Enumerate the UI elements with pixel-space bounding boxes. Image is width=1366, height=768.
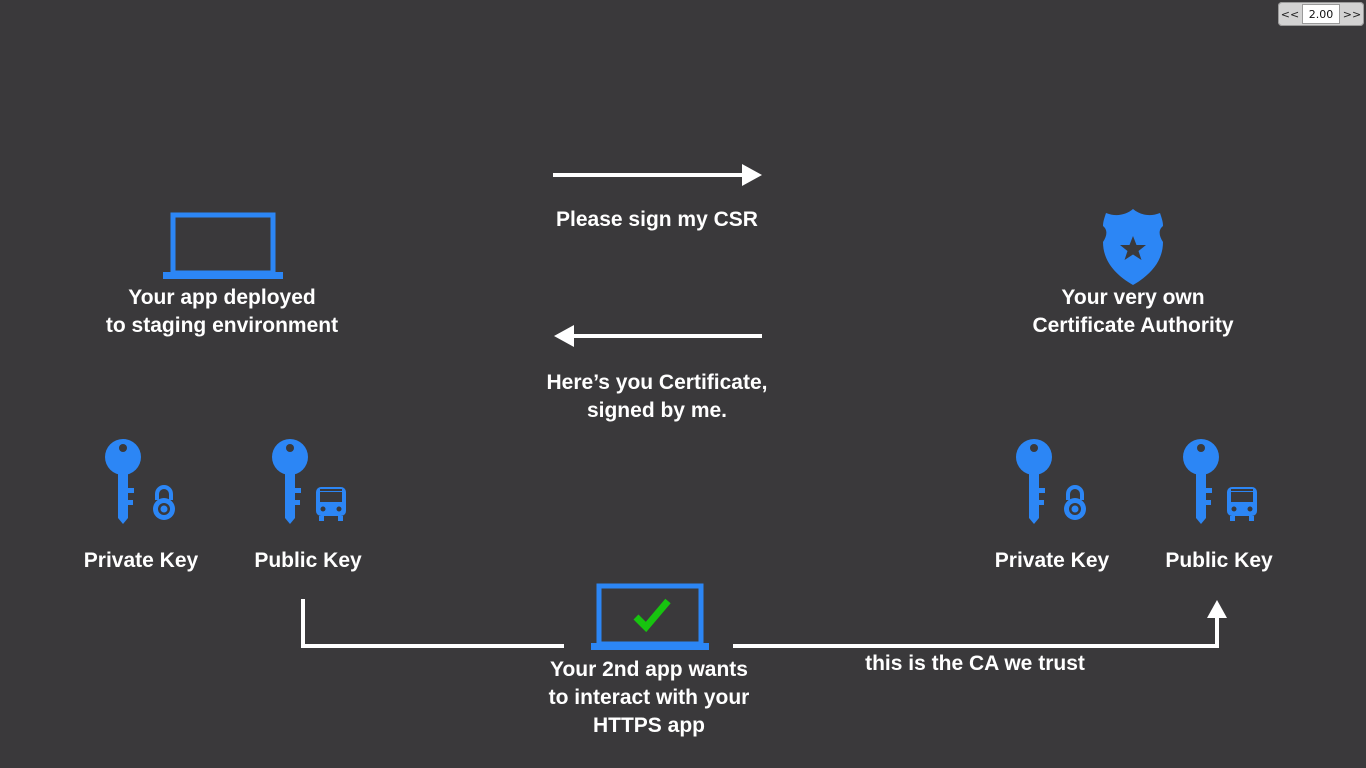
trust-label: this is the CA we trust <box>865 652 1085 675</box>
key-icon <box>1016 439 1052 524</box>
app-label-line1: Your app deployed <box>128 286 316 309</box>
app-label: Your app deployed to staging environment <box>72 284 372 340</box>
ca-label-line1: Your very own <box>1061 286 1205 309</box>
laptop-check-icon <box>591 583 709 650</box>
playback-speed-control: << 2.00 >> <box>1278 2 1364 26</box>
second-app-label-line1: Your 2nd app wants <box>550 658 748 681</box>
request-arrow <box>553 164 762 186</box>
second-app-label-line2: to interact with your <box>548 686 750 709</box>
response-label: Here’s you Certificate, signed by me. <box>507 369 807 425</box>
app-public-key-connector <box>301 599 564 648</box>
speed-decrease-button[interactable]: << <box>1280 7 1300 21</box>
police-badge-icon <box>1103 209 1163 285</box>
lock-icon <box>153 485 175 520</box>
key-icon <box>272 439 308 524</box>
response-arrow <box>554 325 762 347</box>
speed-increase-button[interactable]: >> <box>1342 7 1362 21</box>
app-public-key-label: Public Key <box>254 549 362 572</box>
app-private-key-label: Private Key <box>83 549 199 572</box>
lock-icon <box>1064 485 1086 520</box>
response-label-line1: Here’s you Certificate, <box>546 371 768 394</box>
bus-icon <box>316 487 346 521</box>
trust-connector <box>733 600 1227 648</box>
ca-label: Your very own Certificate Authority <box>983 284 1283 340</box>
request-label: Please sign my CSR <box>556 208 758 231</box>
key-icon <box>1183 439 1219 524</box>
ca-label-line2: Certificate Authority <box>1032 314 1234 337</box>
key-icon <box>105 439 141 524</box>
speed-value-display[interactable]: 2.00 <box>1302 4 1340 24</box>
response-label-line2: signed by me. <box>586 399 728 422</box>
bus-icon <box>1227 487 1257 521</box>
laptop-icon <box>163 212 283 279</box>
second-app-label-line3: HTTPS app <box>592 714 705 737</box>
ca-private-key-label: Private Key <box>994 549 1110 572</box>
second-app-label: Your 2nd app wants to interact with your… <box>499 656 799 740</box>
ca-public-key-label: Public Key <box>1165 549 1273 572</box>
app-label-line2: to staging environment <box>105 314 339 337</box>
